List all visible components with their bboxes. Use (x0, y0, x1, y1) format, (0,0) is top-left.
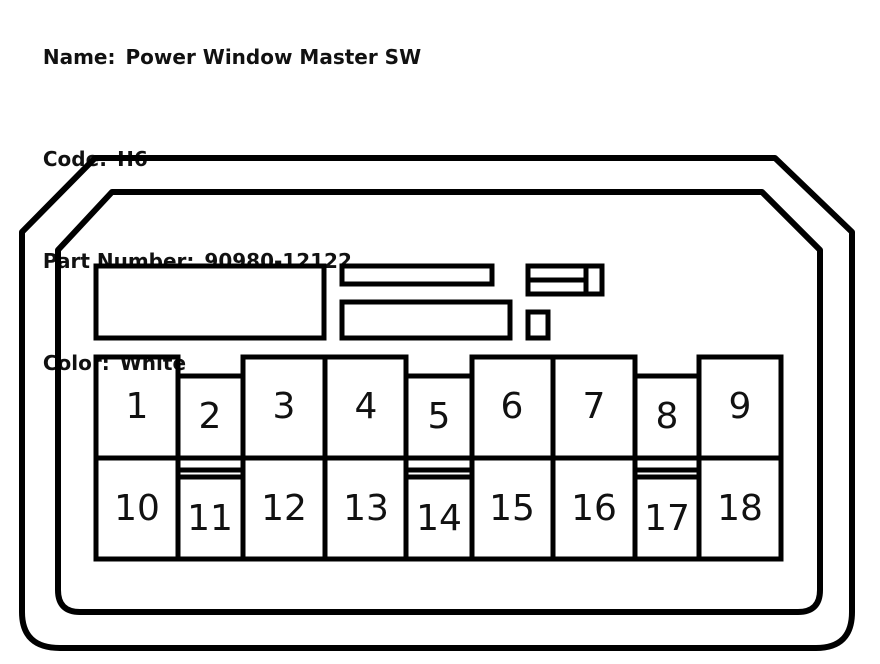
pin-9-label: 9 (729, 386, 752, 427)
pin-11-label: 11 (187, 498, 233, 539)
pin-cell: 1 (93, 354, 181, 461)
pin-18-label: 18 (717, 488, 763, 529)
pin-8-label: 8 (656, 396, 679, 437)
pin-12-label: 12 (261, 488, 307, 529)
pin-7-label: 7 (583, 386, 606, 427)
pin-cell: 9 (696, 354, 784, 461)
pin-cell: 3 (240, 354, 328, 461)
pin-cell: 11 (175, 474, 246, 562)
connector-inner-housing (55, 189, 823, 615)
pin-14-label: 14 (416, 498, 462, 539)
part-number-label: Part Number: (42, 249, 195, 273)
pin-cell: 7 (550, 354, 638, 461)
pin-4-label: 4 (355, 386, 378, 427)
pin-3-label: 3 (273, 386, 296, 427)
pin-18-cell (696, 455, 784, 562)
name-row: Name: Power Window Master SW (15, 6, 421, 108)
pin-grid: 1 2 3 4 5 6 7 8 (93, 354, 784, 562)
pin-cell: 18 (696, 455, 784, 562)
pin-5-label: 5 (428, 396, 451, 437)
pin-2-label: 2 (199, 396, 222, 437)
pin-cell: 4 (322, 354, 409, 461)
pin-1-label: 1 (126, 386, 149, 427)
pin-cell: 15 (469, 455, 556, 562)
pin-cell: 5 (403, 373, 475, 461)
pin-cell: 10 (93, 455, 181, 562)
pin-cell: 13 (322, 455, 409, 562)
pin-17-label: 17 (644, 498, 690, 539)
pin-10-label: 10 (114, 488, 160, 529)
short-pin-bar (632, 455, 702, 473)
pin-cell: 16 (550, 455, 638, 562)
pin-6-label: 6 (501, 386, 524, 427)
part-number-value: 90980-12122 (204, 249, 352, 273)
pin-cell: 14 (403, 474, 475, 562)
pin-13-label: 13 (343, 488, 389, 529)
upper-slot (339, 263, 495, 287)
short-pin-bar (403, 455, 475, 473)
pin-16-label: 16 (571, 488, 617, 529)
name-value: Power Window Master SW (125, 45, 422, 69)
short-pin-bar (175, 455, 246, 473)
pin-cell: 12 (240, 455, 328, 562)
pin-cell: 2 (175, 373, 246, 461)
pin-cell: 8 (632, 373, 702, 461)
small-key-slot (525, 309, 551, 341)
lower-slot (339, 299, 513, 341)
pin-cell: 6 (469, 354, 556, 461)
large-latch-slot (93, 263, 327, 341)
pin-cell: 17 (632, 474, 702, 562)
pin-15-label: 15 (489, 488, 535, 529)
name-label: Name: (42, 45, 116, 69)
connector-outer-housing (19, 155, 855, 651)
part-number-row: Part Number: 90980-12122 (15, 210, 421, 312)
